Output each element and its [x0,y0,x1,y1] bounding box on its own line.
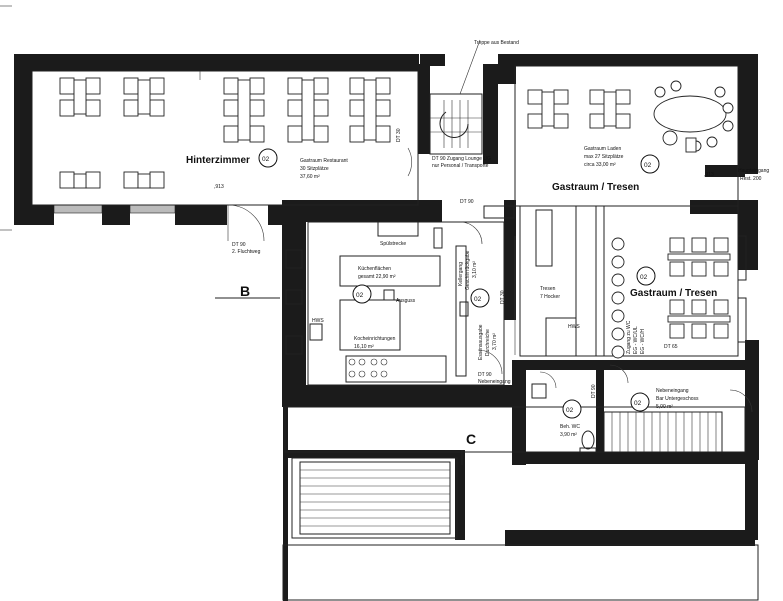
hws-label-kitchen: HWS [312,318,324,324]
section-b-label: B [240,283,250,299]
behwc-label: Beh. WC [560,424,580,430]
dimension-label: ,913 [214,184,224,190]
dt90-neben-sub: Nebeneingang [478,379,511,385]
zugang-wc-sub1: EG - WC/UL [633,326,639,354]
room-label-hinterzimmer: Hinterzimmer [186,155,250,166]
room-badge [470,288,490,308]
laden-tables [527,80,734,153]
tresen-stools: 7 Hocker [540,294,560,300]
room-badge [640,154,660,174]
interior-lines [31,65,759,601]
room-badges: 02 02 02 02 02 02 02 [258,148,660,419]
dt90-neben-label: DT 90 [478,372,492,378]
laden-label: Gastraum Laden [584,146,621,152]
room-labels: Treppe aus Bestand Hinterzimmer Gastraum… [186,40,769,447]
neben-sub: Bar Untergeschoss [656,396,699,402]
wc-fixtures [531,383,597,453]
restaurant-area: 37,60 m² [300,174,320,180]
behwc-area: 3,90 m² [560,432,577,438]
laden-area: circa 33,00 m² [584,162,616,168]
spiral-stair [429,39,483,155]
haupteingang-label: Haupteingang [738,168,769,174]
dt65-label: DT 65 [664,344,678,350]
table-group [287,77,329,143]
room-number: 02 [566,407,574,414]
neben-area: 5,00 m² [656,404,673,410]
essen-area: 3,70 m² [492,333,498,350]
room-number: 02 [644,162,652,169]
restaurant-seats: 30 Sitzplätze [300,166,329,172]
essen-label: Essensausgabe [478,324,484,360]
room-number: 02 [356,292,364,299]
tresen-label: Tresen [540,286,556,292]
kuechen-label: Küchenflächen [358,266,391,272]
table-group [223,77,265,143]
bar-counter [483,205,625,359]
table-group [59,171,101,189]
kitchen-fixtures [285,221,469,383]
table-group [59,77,101,117]
room-number: 02 [640,274,648,281]
zugang-wc-sub2: EG - WC/H [640,329,646,354]
room-badge [636,266,656,286]
room-label-gastraum-tresen-top: Gastraum / Tresen [552,182,639,193]
dt90-lounge-label: DT 90 Zugang Lounge UG [432,156,491,162]
room-number: 02 [262,156,270,163]
neben-label: Nebeneingang [656,388,689,394]
laden-seats: max 27 Sitzplätze [584,154,624,160]
table-group [527,89,569,129]
room-badge [562,399,582,419]
room-badge [258,148,278,168]
dt90-fluchtweg-label: DT 90 [232,242,246,248]
dt30-b-label: DT 30 [500,290,506,304]
table-group [589,89,631,129]
dt90-small-label: DT 90 [591,384,597,398]
dt30-label: DT 30 [396,128,402,142]
kellergang-label: Kellergang [458,262,464,286]
bar-tables [667,235,747,343]
dimension-label: ,913 [704,172,714,178]
kellergang-area: 3,10 m² [472,261,478,278]
table-group [349,77,391,143]
doors [227,147,753,413]
table-group [123,77,165,117]
hws-label-bar: HWS [568,324,580,330]
room-label-gastraum-tresen: Gastraum / Tresen [630,288,717,299]
table-group [667,237,731,277]
room-badge [630,392,650,412]
room-badge [352,284,372,304]
dt90-lounge-sub: nur Personal / Transporte [432,163,489,169]
section-markers [0,5,463,465]
hinterzimmer-tables [59,77,391,189]
room-number: 02 [634,400,642,407]
section-c-label: C [466,431,476,447]
room-number: 02 [474,296,482,303]
kellergang-sub: Geschirrrückgabe [465,250,471,290]
stair-top-label: Treppe aus Bestand [474,40,519,46]
table-group [667,299,731,339]
restaurant-label: Gastraum Restaurant [300,158,348,164]
dt90-fluchtweg-sub: 2. Fluchtweg [232,249,261,255]
dt90-label: DT 90 [460,199,474,205]
ausguss-label: Ausguss [396,298,416,304]
lower-stairs [299,411,723,535]
essen-sub: Durchreiche [485,329,491,356]
haupteingang-sub: Rest. 200 [740,176,762,182]
koch-area: 16,10 m² [354,344,374,350]
zugang-wc-label: Zugang zu WC [626,320,632,354]
table-group [123,171,165,189]
koch-label: Kocheinrichtungen [354,336,396,342]
kuechen-area: gesamt 22,90 m² [358,274,396,280]
spuelstrecke-label: Spülstrecke [380,241,406,247]
